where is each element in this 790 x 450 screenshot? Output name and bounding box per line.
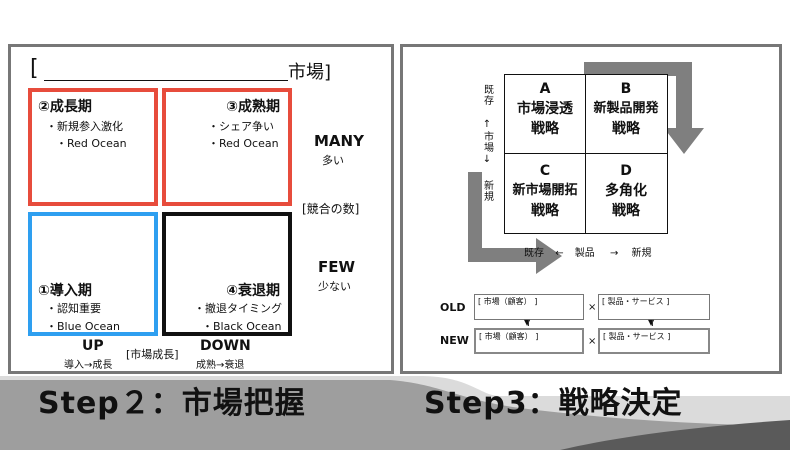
cell-c-letter: C: [539, 163, 551, 179]
cell-c: C 新市場開拓 戦略: [505, 161, 585, 221]
quadrant-growth-title: ②成長期: [38, 99, 92, 115]
few-label: FEW: [318, 258, 356, 276]
down-arrow-market-line: [528, 320, 529, 326]
quadrant-growth-item-1: ・新規参入激化: [46, 120, 123, 133]
ansoff-matrix: A 市場浸透 戦略 B 新製品開発 戦略 C 新市場開拓 戦略 D 多角化 戦略: [504, 74, 668, 234]
quadrant-intro-title: ①導入期: [38, 283, 92, 299]
x-axis: 既存 ← 製品 → 新規: [524, 244, 652, 259]
left-title-suffix: 市場]: [288, 62, 332, 83]
cell-a-letter: A: [539, 81, 551, 97]
x-axis-middle: 製品: [574, 248, 595, 259]
y-axis-arrow-up: ↑: [482, 119, 492, 130]
new-product-box: [ 製品・サービス ]: [598, 328, 710, 354]
up-label: UP: [82, 338, 104, 354]
down-arrow-product-icon: ▼: [648, 318, 655, 327]
matrix-divider-h: [505, 153, 667, 154]
cell-d-line2: 戦略: [612, 203, 640, 219]
x-axis-arrow-right: →: [609, 248, 619, 259]
new-times: ×: [588, 336, 597, 347]
x-axis-arrow-left: ←: [555, 248, 564, 259]
cell-b-letter: B: [620, 81, 632, 97]
step2-title: Step２：市場把握: [38, 386, 306, 421]
quadrant-growth: ②成長期 ・新規参入激化 ・Red Ocean: [28, 88, 158, 206]
y-axis-top: 既存: [481, 84, 493, 106]
quadrant-intro-item-2: ・Blue Ocean: [46, 320, 121, 333]
cell-c-line2: 戦略: [531, 203, 559, 219]
down-label: DOWN: [200, 338, 251, 354]
cell-b-line1: 新製品開発: [593, 101, 659, 116]
quadrant-mature-item-2: ・Red Ocean: [208, 137, 279, 150]
cell-a: A 市場浸透 戦略: [505, 79, 585, 139]
cell-d-letter: D: [620, 163, 632, 179]
quadrant-mature-item-1: ・シェア争い: [208, 120, 274, 133]
cell-a-line1: 市場浸透: [517, 101, 573, 117]
step3-title: Step3：戦略決定: [424, 386, 683, 421]
quadrant-intro: ①導入期 ・認知重要 ・Blue Ocean: [28, 212, 158, 336]
quadrant-mature-title: ③成熟期: [226, 99, 280, 115]
quadrant-intro-item-1: ・認知重要: [46, 302, 101, 315]
bottom-banner: [0, 374, 790, 450]
y-axis-middle: 市場: [481, 131, 493, 153]
left-title-bracket: [: [30, 56, 39, 81]
x-axis-left: 既存: [524, 248, 544, 259]
quadrant-decline-item-1: ・撤退タイミング: [194, 302, 282, 315]
new-market-box: [ 市場（顧客） ]: [474, 328, 584, 354]
cell-c-line1: 新市場開拓: [512, 183, 578, 198]
old-market-box: [ 市場（顧客） ]: [474, 294, 584, 320]
down-arrow-market-icon: ▼: [524, 318, 531, 327]
growth-axis-label: [市場成長]: [126, 348, 179, 361]
old-times: ×: [588, 302, 597, 313]
old-label: OLD: [440, 301, 466, 314]
y-axis-arrow-down: ↓: [482, 154, 492, 165]
arrow-bottom-left-icon: [468, 172, 562, 274]
cell-b: B 新製品開発 戦略: [585, 79, 667, 139]
x-axis-right: 新規: [631, 248, 652, 259]
many-label: MANY: [314, 132, 364, 150]
quadrant-growth-item-2: ・Red Ocean: [56, 137, 127, 150]
left-title-underline: [44, 80, 288, 81]
cell-a-line2: 戦略: [531, 121, 559, 137]
many-sub: 多い: [322, 154, 344, 167]
cell-d: D 多角化 戦略: [585, 161, 667, 221]
cell-b-line2: 戦略: [612, 121, 640, 137]
quadrant-decline-title: ④衰退期: [226, 283, 280, 299]
quadrant-decline: ④衰退期 ・撤退タイミング ・Black Ocean: [162, 212, 292, 336]
arrow-top-right-icon: [584, 62, 704, 154]
up-sub: 導入→成長: [64, 360, 113, 371]
quadrant-decline-item-2: ・Black Ocean: [202, 320, 282, 333]
y-axis-bottom: 新規: [481, 180, 493, 202]
y-axis: 既存 ↑ 市場 ↓ 新規: [478, 84, 496, 202]
cell-d-line1: 多角化: [605, 183, 647, 199]
down-arrow-product-line: [652, 320, 653, 326]
matrix-divider-v: [585, 75, 586, 233]
old-product-box: [ 製品・サービス ]: [598, 294, 710, 320]
quadrant-mature: ③成熟期 ・シェア争い ・Red Ocean: [162, 88, 292, 206]
competition-label: [競合の数]: [302, 202, 360, 216]
few-sub: 少ない: [318, 280, 351, 293]
new-label: NEW: [440, 334, 469, 347]
down-sub: 成熟→衰退: [196, 360, 245, 371]
